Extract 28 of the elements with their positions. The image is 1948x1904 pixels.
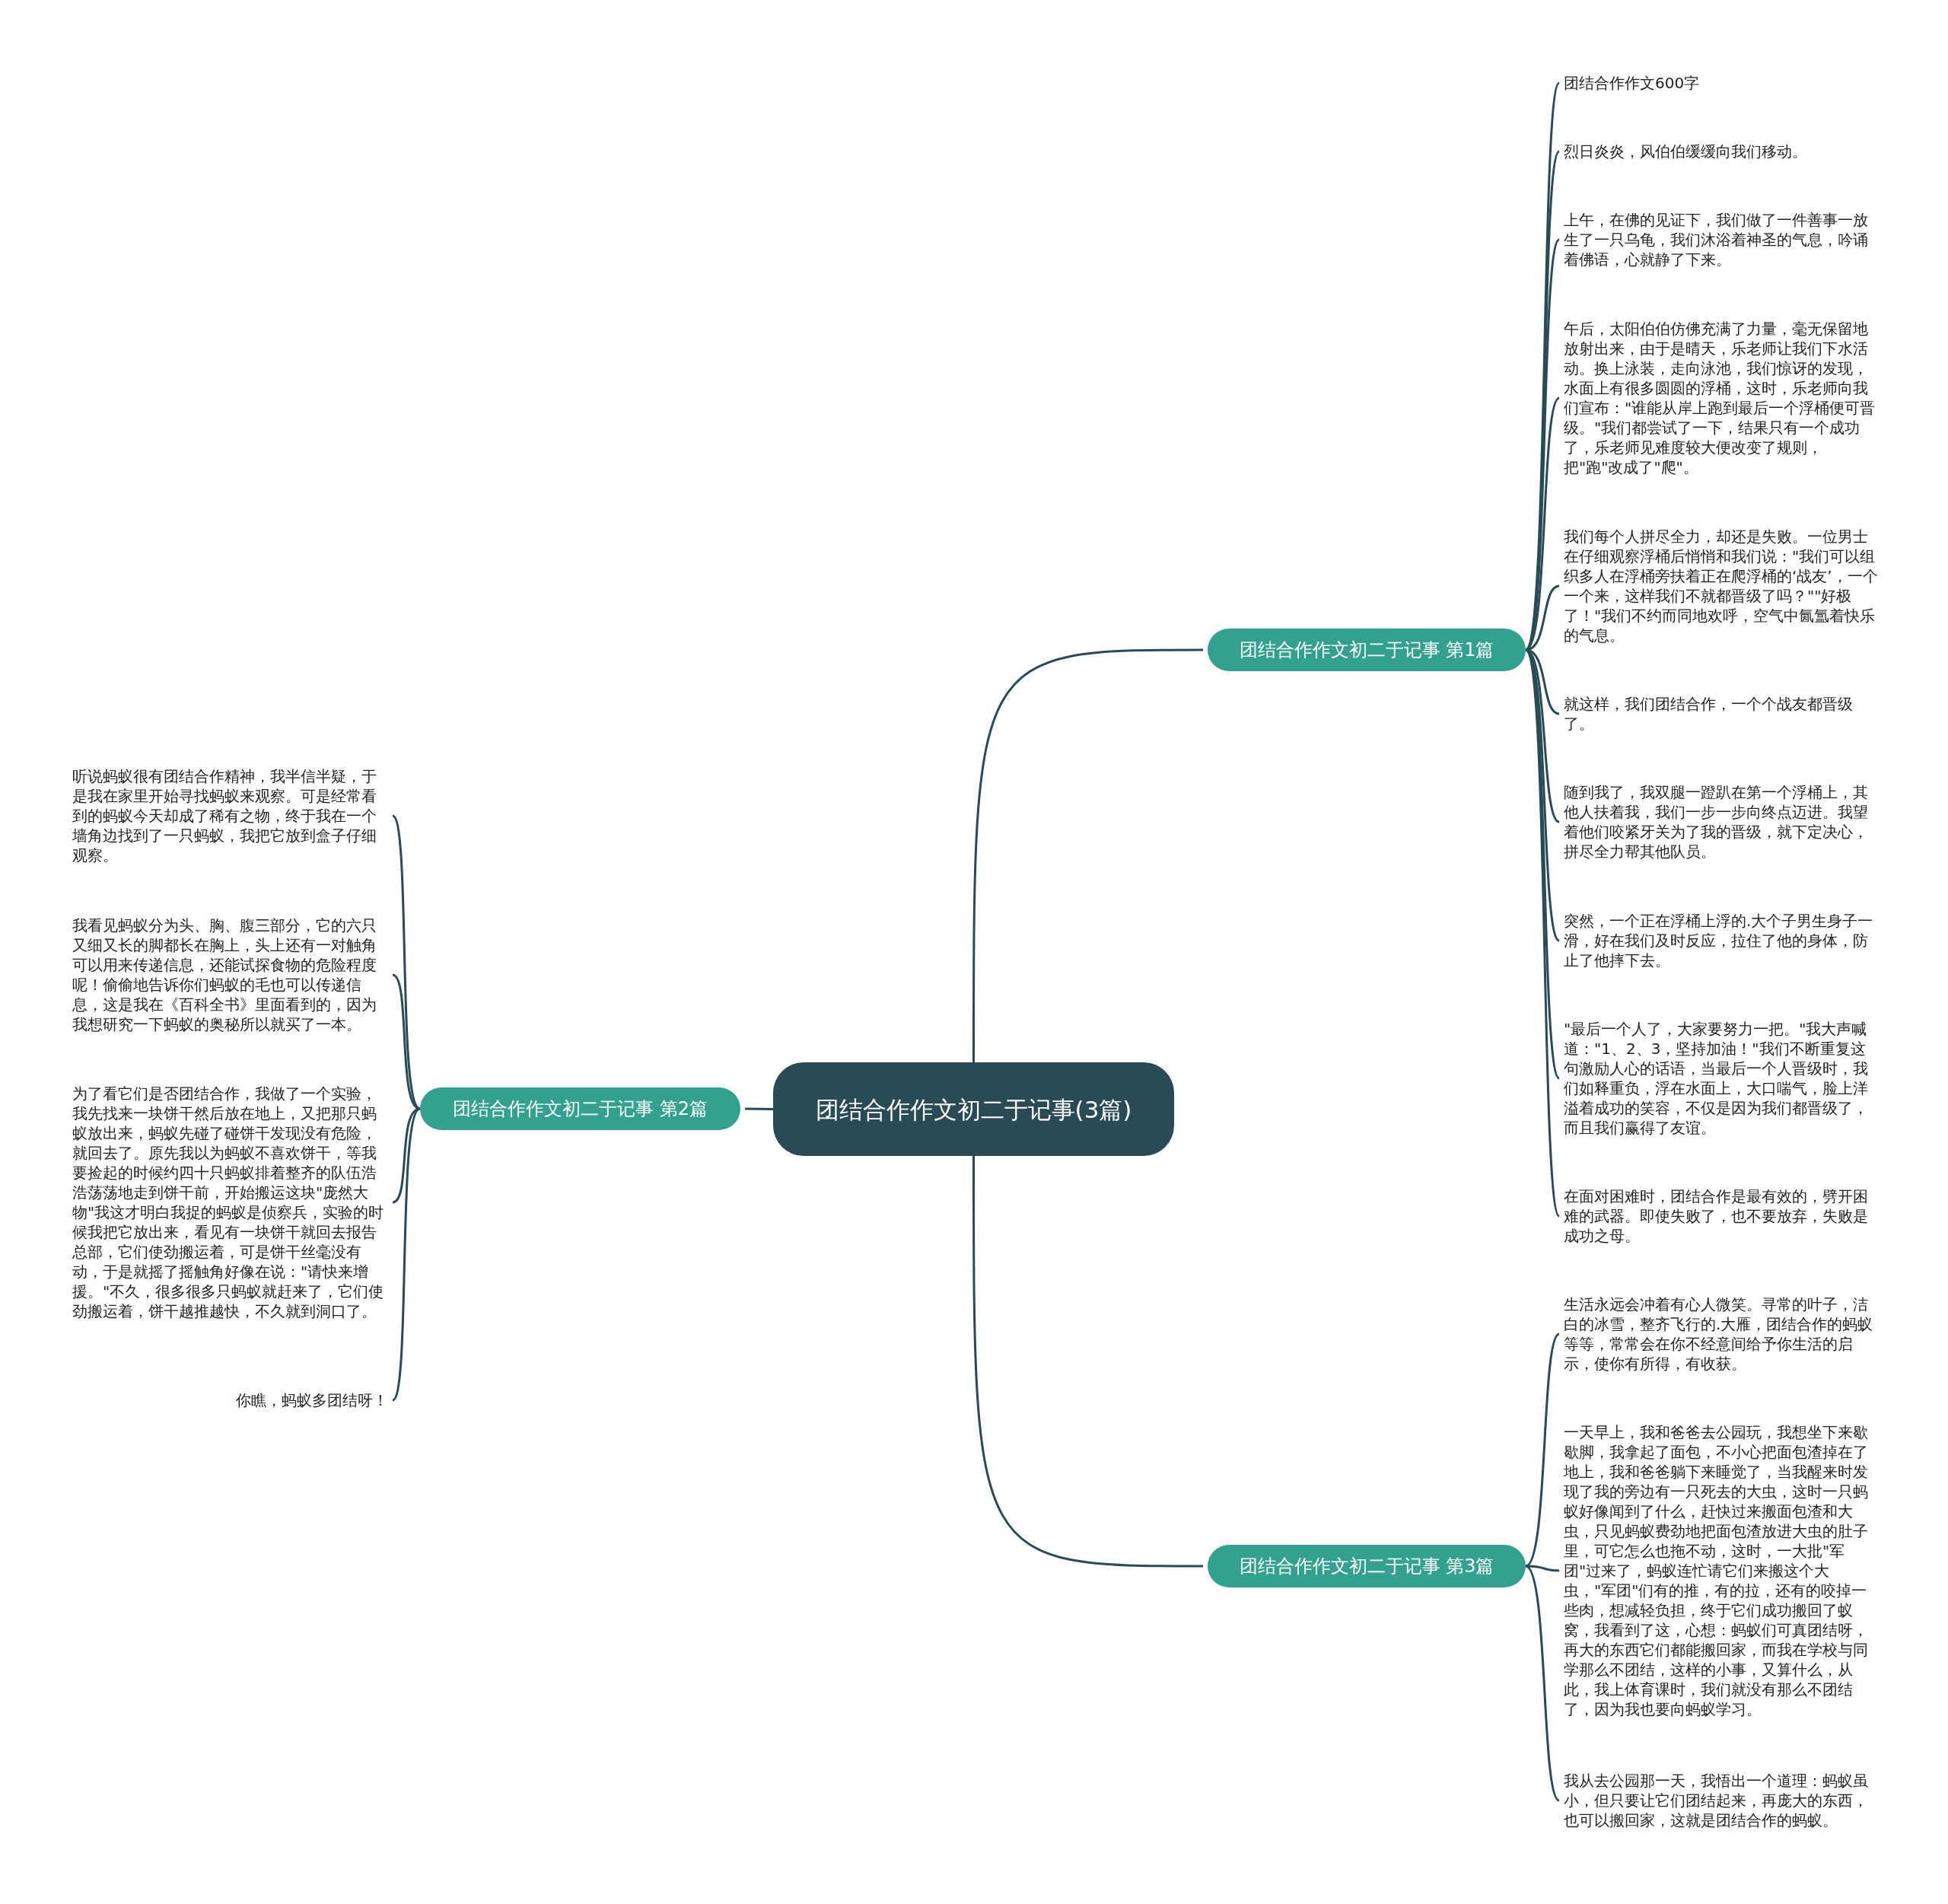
leaf-text: 生活永远会冲着有心人微笑。寻常的叶子，洁白的冰雪，整齐飞行的.大雁，团结合作的蚂蚁等等，常常会在你不经意间给予你生活的启示，使你有所得，有收获。 bbox=[1564, 1294, 1880, 1374]
leaf-text: 我们每个人拼尽全力，却还是失败。一位男士在仔细观察浮桶后悄悄和我们说："我们可以组织多人在浮桶旁扶着正在爬浮桶的‘战友’，一个一个来，这样我们不就都晋级了吗？""好极了！"我们不约而同地欢呼，空气中氤氲着快乐的气息。 bbox=[1564, 527, 1880, 645]
leaf-text: 随到我了，我双腿一蹬趴在第一个浮桶上，其他人扶着我，我们一步一步向终点迈进。我望着他们咬紧牙关为了我的晋级，就下定决心，拼尽全力帮其他队员。 bbox=[1564, 782, 1880, 861]
leaf-text: 团结合作作文600字 bbox=[1564, 73, 1880, 93]
leaf-text: 一天早上，我和爸爸去公园玩，我想坐下来歇歇脚，我拿起了面包，不小心把面包渣掉在了地上，我和爸爸躺下来睡觉了，当我醒来时发现了我的旁边有一只死去的大虫，这时一只蚂蚁好像闻到了什么，赶快过来搬面包渣和大虫，只见蚂蚁费劲地把面包渣放进大虫的肚子里，可它怎么也拖不动，这时，一大批"军团"过来了，蚂蚁连忙请它们来搬这个大虫，"军团"们有的推，有的拉，还有的咬掉一些肉，想减轻负担，终于它们成功搬回了蚁窝，我看到了这，心想：蚂蚁们可真团结呀，再大的东西它们都能搬回家，而我在学校与同学那么不团结，这样的小事，又算什么，从此，我上体育课时，我们就没有那么不团结了，因为我也要向蚂蚁学习。 bbox=[1564, 1422, 1880, 1719]
leaf-text: 在面对困难时，团结合作是最有效的，劈开困难的武器。即使失败了，也不要放弃，失败是成功之母。 bbox=[1564, 1186, 1880, 1246]
leaf-text: 我从去公园那一天，我悟出一个道理：蚂蚁虽小，但只要让它们团结起来，再庞大的东西，也可以搬回家，这就是团结合作的蚂蚁。 bbox=[1564, 1771, 1880, 1830]
connector-line bbox=[1525, 1333, 1561, 1568]
connector-line bbox=[972, 1156, 1203, 1568]
leaf-text: 午后，太阳伯伯仿佛充满了力量，毫无保留地放射出来，由于是晴天，乐老师让我们下水活动。换上泳装，走向泳池，我们惊讶的发现，水面上有很多圆圆的浮桶，这时，乐老师向我们宣布："谁能从岸上跑到最后一个浮桶便可晋级。"我们都尝试了一下，结果只有一个成功了，乐老师见难度较大便改变了规则，把"跑"改成了"爬"。 bbox=[1564, 319, 1880, 477]
leaf-text: 你瞧，蚂蚁多团结呀！ bbox=[72, 1390, 388, 1410]
leaf-text: 突然，一个正在浮桶上浮的.大个子男生身子一滑，好在我们及时反应，拉住了他的身体，防止了他摔下去。 bbox=[1564, 911, 1880, 970]
leaf-text: 为了看它们是否团结合作，我做了一个实验，我先找来一块饼干然后放在地上，又把那只蚂蚁放出来，蚂蚁先碰了碰饼干发现没有危险，就回去了。原先我以为蚂蚁不喜欢饼干，等我要捡起的时候约四十只蚂蚁排着整齐的队伍浩浩荡荡地走到饼干前，开始搬运这块"庞然大物"我这才明白我捉的蚂蚁是侦察兵，实验的时候我把它放出来，看见有一块饼干就回去报告总部，它们使劲搬运着，可是饼干丝毫没有动，于是就摇了摇触角好像在说："请快来增援。"不久，很多很多只蚂蚁就赶来了，它们使劲搬运着，饼干越推越快，不久就到洞口了。 bbox=[72, 1084, 388, 1321]
leaf-text: 我看见蚂蚁分为头、胸、腹三部分，它的六只又细又长的脚都长在胸上，头上还有一对触角可以用来传递信息，还能试探食物的危险程度呢！偷偷地告诉你们蚂蚁的毛也可以传递信息，这是我在《百科全书》里面看到的，因为我想研究一下蚂蚁的奥秘所以就买了一本。 bbox=[72, 915, 388, 1034]
branch-topic: 团结合作作文初二于记事 第1篇 bbox=[1208, 629, 1526, 671]
connector-line bbox=[972, 648, 1203, 1062]
leaf-text: 听说蚂蚁很有团结合作精神，我半信半疑，于是我在家里开始寻找蚂蚁来观察。可是经常看到的蚂蚁今天却成了稀有之物，终于我在一个墙角边找到了一只蚂蚁，我把它放到盒子仔细观察。 bbox=[72, 766, 388, 865]
connector-line bbox=[391, 1108, 422, 1401]
leaf-text: 上午，在佛的见证下，我们做了一件善事一放生了一只乌龟，我们沐浴着神圣的气息，吟诵着佛语，心就静了下来。 bbox=[1564, 210, 1880, 269]
central-topic: 团结合作作文初二于记事(3篇) bbox=[773, 1062, 1174, 1156]
connector-line bbox=[1525, 1565, 1561, 1801]
leaf-text: 烈日炎炎，风伯伯缓缓向我们移动。 bbox=[1564, 142, 1880, 161]
branch-topic: 团结合作作文初二于记事 第3篇 bbox=[1208, 1545, 1526, 1587]
branch-topic: 团结合作作文初二于记事 第2篇 bbox=[420, 1087, 740, 1130]
connector-line bbox=[744, 1107, 774, 1110]
leaf-text: 就这样，我们团结合作，一个个战友都晋级了。 bbox=[1564, 694, 1880, 734]
leaf-text: "最后一个人了，大家要努力一把。"我大声喊道："1、2、3，坚持加油！"我们不断重复这句激励人心的话语，当最后一个人晋级时，我们如释重负，浮在水面上，大口喘气，脸上洋溢着成功的笑容，不仅是因为我们都晋级了，而且我们赢得了友谊。 bbox=[1564, 1019, 1880, 1138]
connector-line bbox=[392, 973, 421, 1110]
